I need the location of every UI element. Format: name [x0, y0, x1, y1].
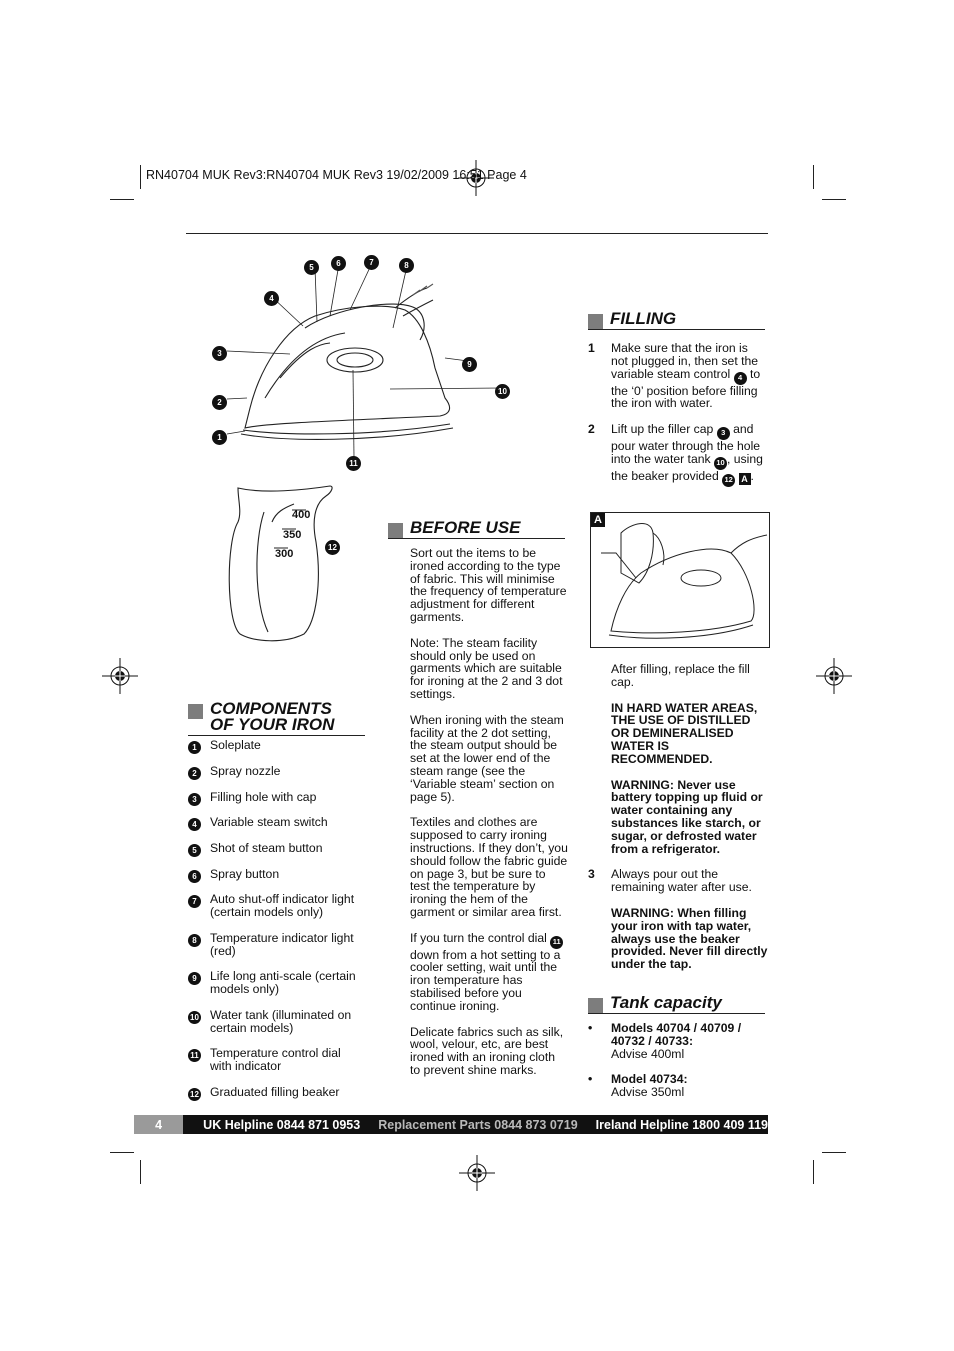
replacement-parts: Replacement Parts 0844 873 0719 — [378, 1117, 578, 1132]
crop-mark — [822, 1152, 846, 1153]
filling-illustration — [601, 523, 768, 639]
uk-helpline: UK Helpline 0844 871 0953 — [203, 1117, 361, 1132]
top-rule — [186, 233, 768, 234]
beaker-mark-350: 350 — [283, 529, 302, 541]
heading-marker-icon — [588, 998, 603, 1013]
iron-diagram — [226, 262, 502, 459]
filling-steps: 1 Make sure that the iron is not plugged… — [588, 342, 768, 500]
crop-mark — [813, 1160, 814, 1184]
callout-5: 5 — [304, 257, 319, 275]
heading-marker-icon — [588, 314, 603, 329]
beaker-mark-400: 400 — [292, 509, 311, 521]
print-slug: RN40704 MUK Rev3:RN40704 MUK Rev3 19/02/… — [146, 168, 527, 182]
figure-a: A — [590, 512, 770, 648]
callout-11: 11 — [346, 453, 361, 471]
registration-mark-icon — [458, 160, 494, 196]
crop-mark — [140, 165, 141, 189]
callout-7: 7 — [364, 252, 379, 270]
callout-6: 6 — [331, 253, 346, 271]
callout-10: 10 — [495, 381, 510, 399]
filling-step-1: 1 Make sure that the iron is not plugged… — [588, 341, 761, 411]
callout-11: 11 — [550, 935, 564, 949]
beaker-diagram — [228, 485, 333, 642]
callout-4: 4 — [264, 288, 279, 306]
before-use-heading: BEFORE USE — [388, 519, 565, 539]
page-number: 4 — [134, 1115, 184, 1134]
filling-heading: FILLING — [588, 310, 765, 330]
callout-12: 12 — [325, 537, 340, 555]
list-item: • Model 40734:Advise 350ml — [588, 1072, 688, 1100]
crop-mark — [110, 199, 134, 200]
crop-mark — [813, 165, 814, 189]
helpline-footer: 4 UK Helpline 0844 871 0953 Replacement … — [134, 1115, 768, 1134]
registration-mark-icon — [816, 658, 852, 694]
tank-capacity-heading: Tank capacity — [588, 994, 765, 1014]
registration-mark-icon — [102, 658, 138, 694]
list-item: • Models 40704 / 40709 / 40732 / 40733:A… — [588, 1021, 742, 1061]
beaker-mark-300: 300 — [275, 548, 294, 560]
callout-8: 8 — [399, 255, 414, 273]
crop-mark — [822, 199, 846, 200]
callout-3: 3 — [212, 343, 227, 361]
ireland-helpline: Ireland Helpline 1800 409 119 — [595, 1117, 768, 1132]
heading-marker-icon — [388, 523, 403, 538]
crop-mark — [140, 1160, 141, 1184]
callout-9: 9 — [462, 354, 477, 372]
tank-capacity-list: • Models 40704 / 40709 / 40732 / 40733:A… — [588, 1022, 768, 1112]
before-use-text: Sort out the items to be ironed accordin… — [410, 546, 568, 1077]
filling-step-2: 2 Lift up the filler cap 3 and pour wate… — [588, 423, 768, 487]
callout-1: 1 — [212, 427, 227, 445]
callout-2: 2 — [212, 392, 227, 410]
heading-marker-icon — [188, 704, 203, 719]
crop-mark — [110, 1152, 134, 1153]
registration-mark-icon — [459, 1155, 495, 1191]
filling-notes: After filling, replace the fill cap. IN … — [588, 662, 768, 972]
